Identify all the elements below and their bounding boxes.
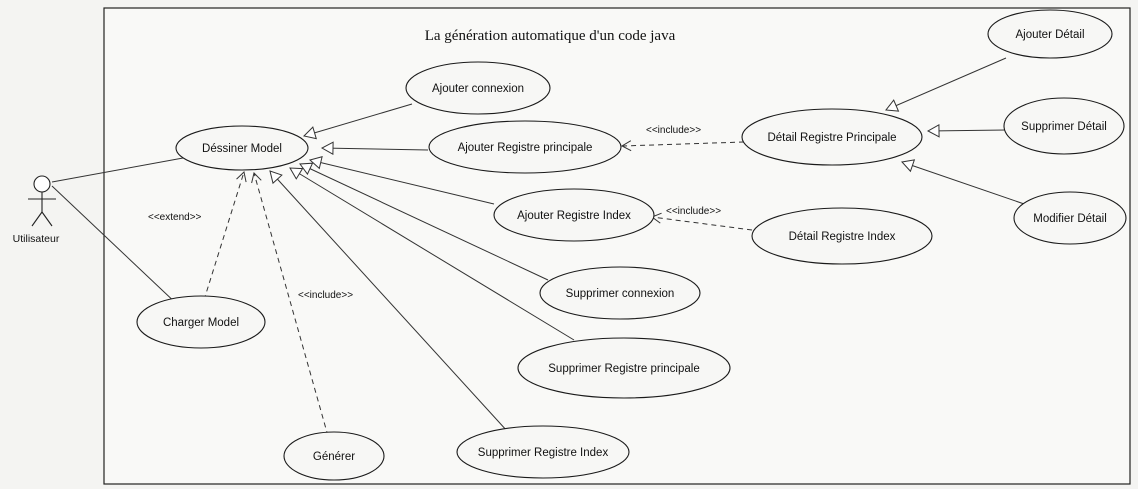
use-case-label: Détail Registre Index: [789, 231, 896, 243]
use-case-label: Supprimer Registre principale: [548, 363, 699, 375]
use-case-ellipse: [517, 337, 731, 399]
actor-label: Utilisateur: [13, 233, 60, 245]
extend-charger-dessiner: [203, 171, 247, 301]
include-index-label: <<include>>: [666, 206, 721, 217]
gen-ajouter-registre-index: [308, 156, 495, 205]
use-case-label: Détail Registre Principale: [767, 132, 896, 144]
use-case-supprimer-registre-principale[interactable]: Supprimer Registre principale: [517, 337, 731, 399]
use-case-ellipse: [539, 266, 701, 320]
use-case-label: Supprimer Détail: [1021, 121, 1107, 133]
use-case-ajouter-detail[interactable]: Ajouter Détail: [987, 9, 1113, 59]
assoc-actor-dessiner: [51, 157, 184, 183]
extend-label: <<extend>>: [148, 212, 202, 223]
use-case-ellipse: [136, 295, 266, 349]
system-boundary: [103, 7, 1131, 485]
gen-ajouter-connexion: [302, 103, 413, 140]
use-case-ellipse: [987, 9, 1113, 59]
actor-right-leg: [41, 211, 53, 227]
assoc-actor-charger: [51, 185, 181, 308]
use-case-dessiner-model[interactable]: Déssiner Model: [175, 125, 309, 171]
include-generer-label: <<include>>: [298, 290, 353, 301]
use-case-label: Générer: [313, 451, 355, 463]
use-case-ellipse: [175, 125, 309, 171]
use-case-ajouter-registre-index[interactable]: Ajouter Registre Index: [493, 188, 655, 242]
use-case-ellipse: [428, 120, 622, 174]
use-case-label: Ajouter Registre Index: [517, 210, 631, 222]
include-detail-index: [650, 212, 753, 231]
include-principale-label: <<include>>: [646, 125, 701, 136]
use-case-ajouter-registre-principale[interactable]: Ajouter Registre principale: [428, 120, 622, 174]
actor-head: [33, 175, 51, 193]
use-case-generer[interactable]: Générer: [283, 431, 385, 481]
include-generer-dessiner: [251, 172, 329, 437]
use-case-ellipse: [1003, 97, 1125, 155]
use-case-charger-model[interactable]: Charger Model: [136, 295, 266, 349]
use-case-modifier-detail[interactable]: Modifier Détail: [1013, 191, 1127, 245]
use-case-detail-registre-index[interactable]: Détail Registre Index: [751, 207, 933, 265]
gen-supprimer-connexion: [299, 162, 549, 281]
gen-supprimer-detail: [926, 124, 1007, 138]
use-case-ellipse: [405, 61, 551, 115]
gen-modifier-detail: [901, 159, 1031, 207]
use-case-supprimer-connexion[interactable]: Supprimer connexion: [539, 266, 701, 320]
use-case-ellipse: [1013, 191, 1127, 245]
use-case-detail-registre-principale[interactable]: Détail Registre Principale: [741, 108, 923, 166]
gen-supprimer-registre-index: [269, 170, 509, 433]
use-case-ajouter-connexion[interactable]: Ajouter connexion: [405, 61, 551, 115]
use-case-ellipse: [456, 425, 630, 479]
use-case-label: Ajouter Registre principale: [458, 142, 593, 154]
include-detail-principale: [620, 140, 745, 152]
use-case-supprimer-registre-index[interactable]: Supprimer Registre Index: [456, 425, 630, 479]
use-case-label: Supprimer Registre Index: [478, 447, 609, 459]
actor-utilisateur: Utilisateur: [13, 175, 60, 245]
use-case-label: Modifier Détail: [1033, 213, 1107, 225]
use-case-label: Déssiner Model: [202, 143, 282, 155]
gen-supprimer-registre-principale: [289, 167, 575, 341]
use-case-supprimer-detail[interactable]: Supprimer Détail: [1003, 97, 1125, 155]
system-title: La génération automatique d'un code java: [425, 28, 676, 44]
use-case-label: Charger Model: [163, 317, 239, 329]
gen-ajouter-detail: [885, 57, 1007, 112]
gen-ajouter-registre-principale: [320, 141, 429, 156]
use-case-ellipse: [751, 207, 933, 265]
use-case-ellipse: [741, 108, 923, 166]
use-case-label: Ajouter connexion: [432, 83, 524, 95]
use-case-ellipse: [283, 431, 385, 481]
actor-left-leg: [31, 211, 43, 227]
use-case-ellipse: [493, 188, 655, 242]
use-case-label: Supprimer connexion: [566, 288, 675, 300]
use-case-label: Ajouter Détail: [1015, 29, 1084, 41]
